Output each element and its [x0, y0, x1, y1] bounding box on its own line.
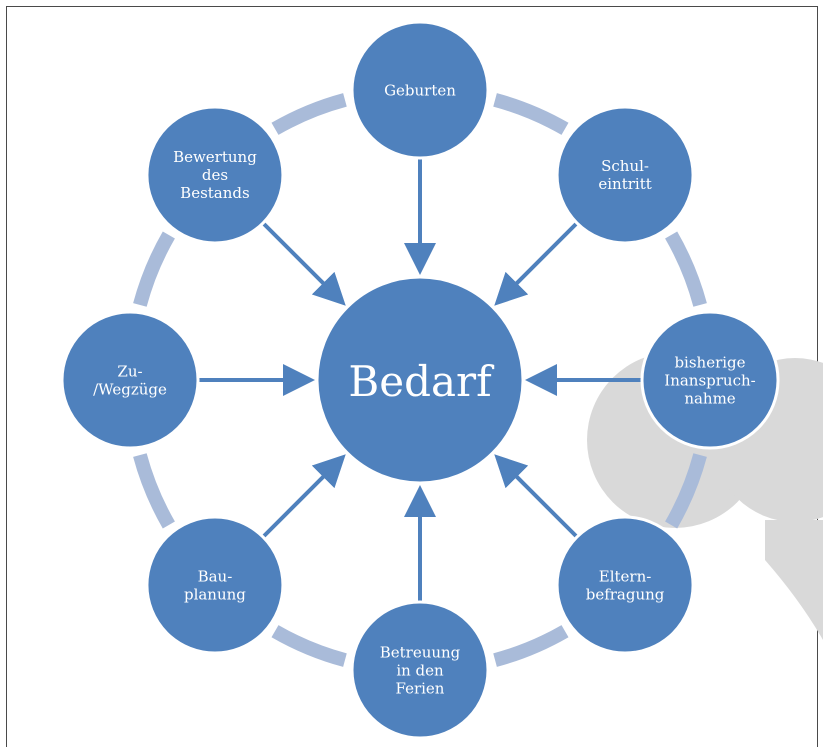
- node-label-line: Inanspruch-: [664, 371, 755, 389]
- ring-segment: [133, 453, 175, 529]
- node-circle: [350, 20, 490, 160]
- node-schuleintritt: Schul-eintritt: [555, 105, 695, 245]
- node-label-line: Geburten: [384, 81, 456, 99]
- ring-segment: [493, 625, 569, 667]
- arrows: [196, 156, 644, 604]
- node-circle: [640, 310, 780, 450]
- node-label-line: in den: [396, 661, 444, 679]
- node-circle: [350, 600, 490, 740]
- arrow-elternbefragung: [494, 454, 580, 540]
- node-label-line: nahme: [684, 389, 735, 407]
- arrow-schuleintritt: [494, 220, 580, 306]
- node-label-line: planung: [184, 585, 246, 603]
- node-zu-wegzuege: Zu-/Wegzüge: [60, 310, 200, 450]
- center-circle: [315, 275, 525, 485]
- node-elternbefragung: Eltern-befragung: [555, 515, 695, 655]
- ring-segment: [271, 625, 347, 667]
- node-label-line: Bestands: [180, 184, 250, 202]
- node-label-line: Bewertung: [173, 148, 257, 166]
- node-label-line: Bau-: [198, 567, 233, 585]
- ring-segment: [271, 93, 347, 135]
- node-label-line: /Wegzüge: [93, 380, 167, 398]
- arrow-bewertung-des-bestands: [260, 220, 346, 306]
- node-label-line: befragung: [586, 585, 665, 603]
- ring: [133, 93, 707, 667]
- node-label-line: bisherige: [674, 353, 745, 371]
- node-circle: [555, 515, 695, 655]
- node-geburten: Geburten: [350, 20, 490, 160]
- arrow-bauplanung: [260, 454, 346, 540]
- ring-segment: [665, 453, 707, 529]
- node-circle: [145, 515, 285, 655]
- node-label-line: eintritt: [598, 175, 651, 193]
- node-label-line: Zu-: [117, 362, 142, 380]
- ring-segment: [493, 93, 569, 135]
- center-label: Bedarf: [348, 357, 495, 406]
- watermark-drop: [765, 520, 823, 640]
- node-circle: [60, 310, 200, 450]
- node-circle: [555, 105, 695, 245]
- node-label-line: Eltern-: [599, 567, 652, 585]
- center-node: Bedarf: [315, 275, 525, 485]
- node-label-line: Betreuung: [380, 643, 461, 661]
- ring-segment: [133, 231, 175, 307]
- node-bauplanung: Bau-planung: [145, 515, 285, 655]
- node-label-line: des: [202, 166, 228, 184]
- node-label-line: Schul-: [601, 157, 649, 175]
- node-circle: [145, 105, 285, 245]
- ring-segment: [665, 231, 707, 307]
- node-label-line: Ferien: [396, 679, 445, 697]
